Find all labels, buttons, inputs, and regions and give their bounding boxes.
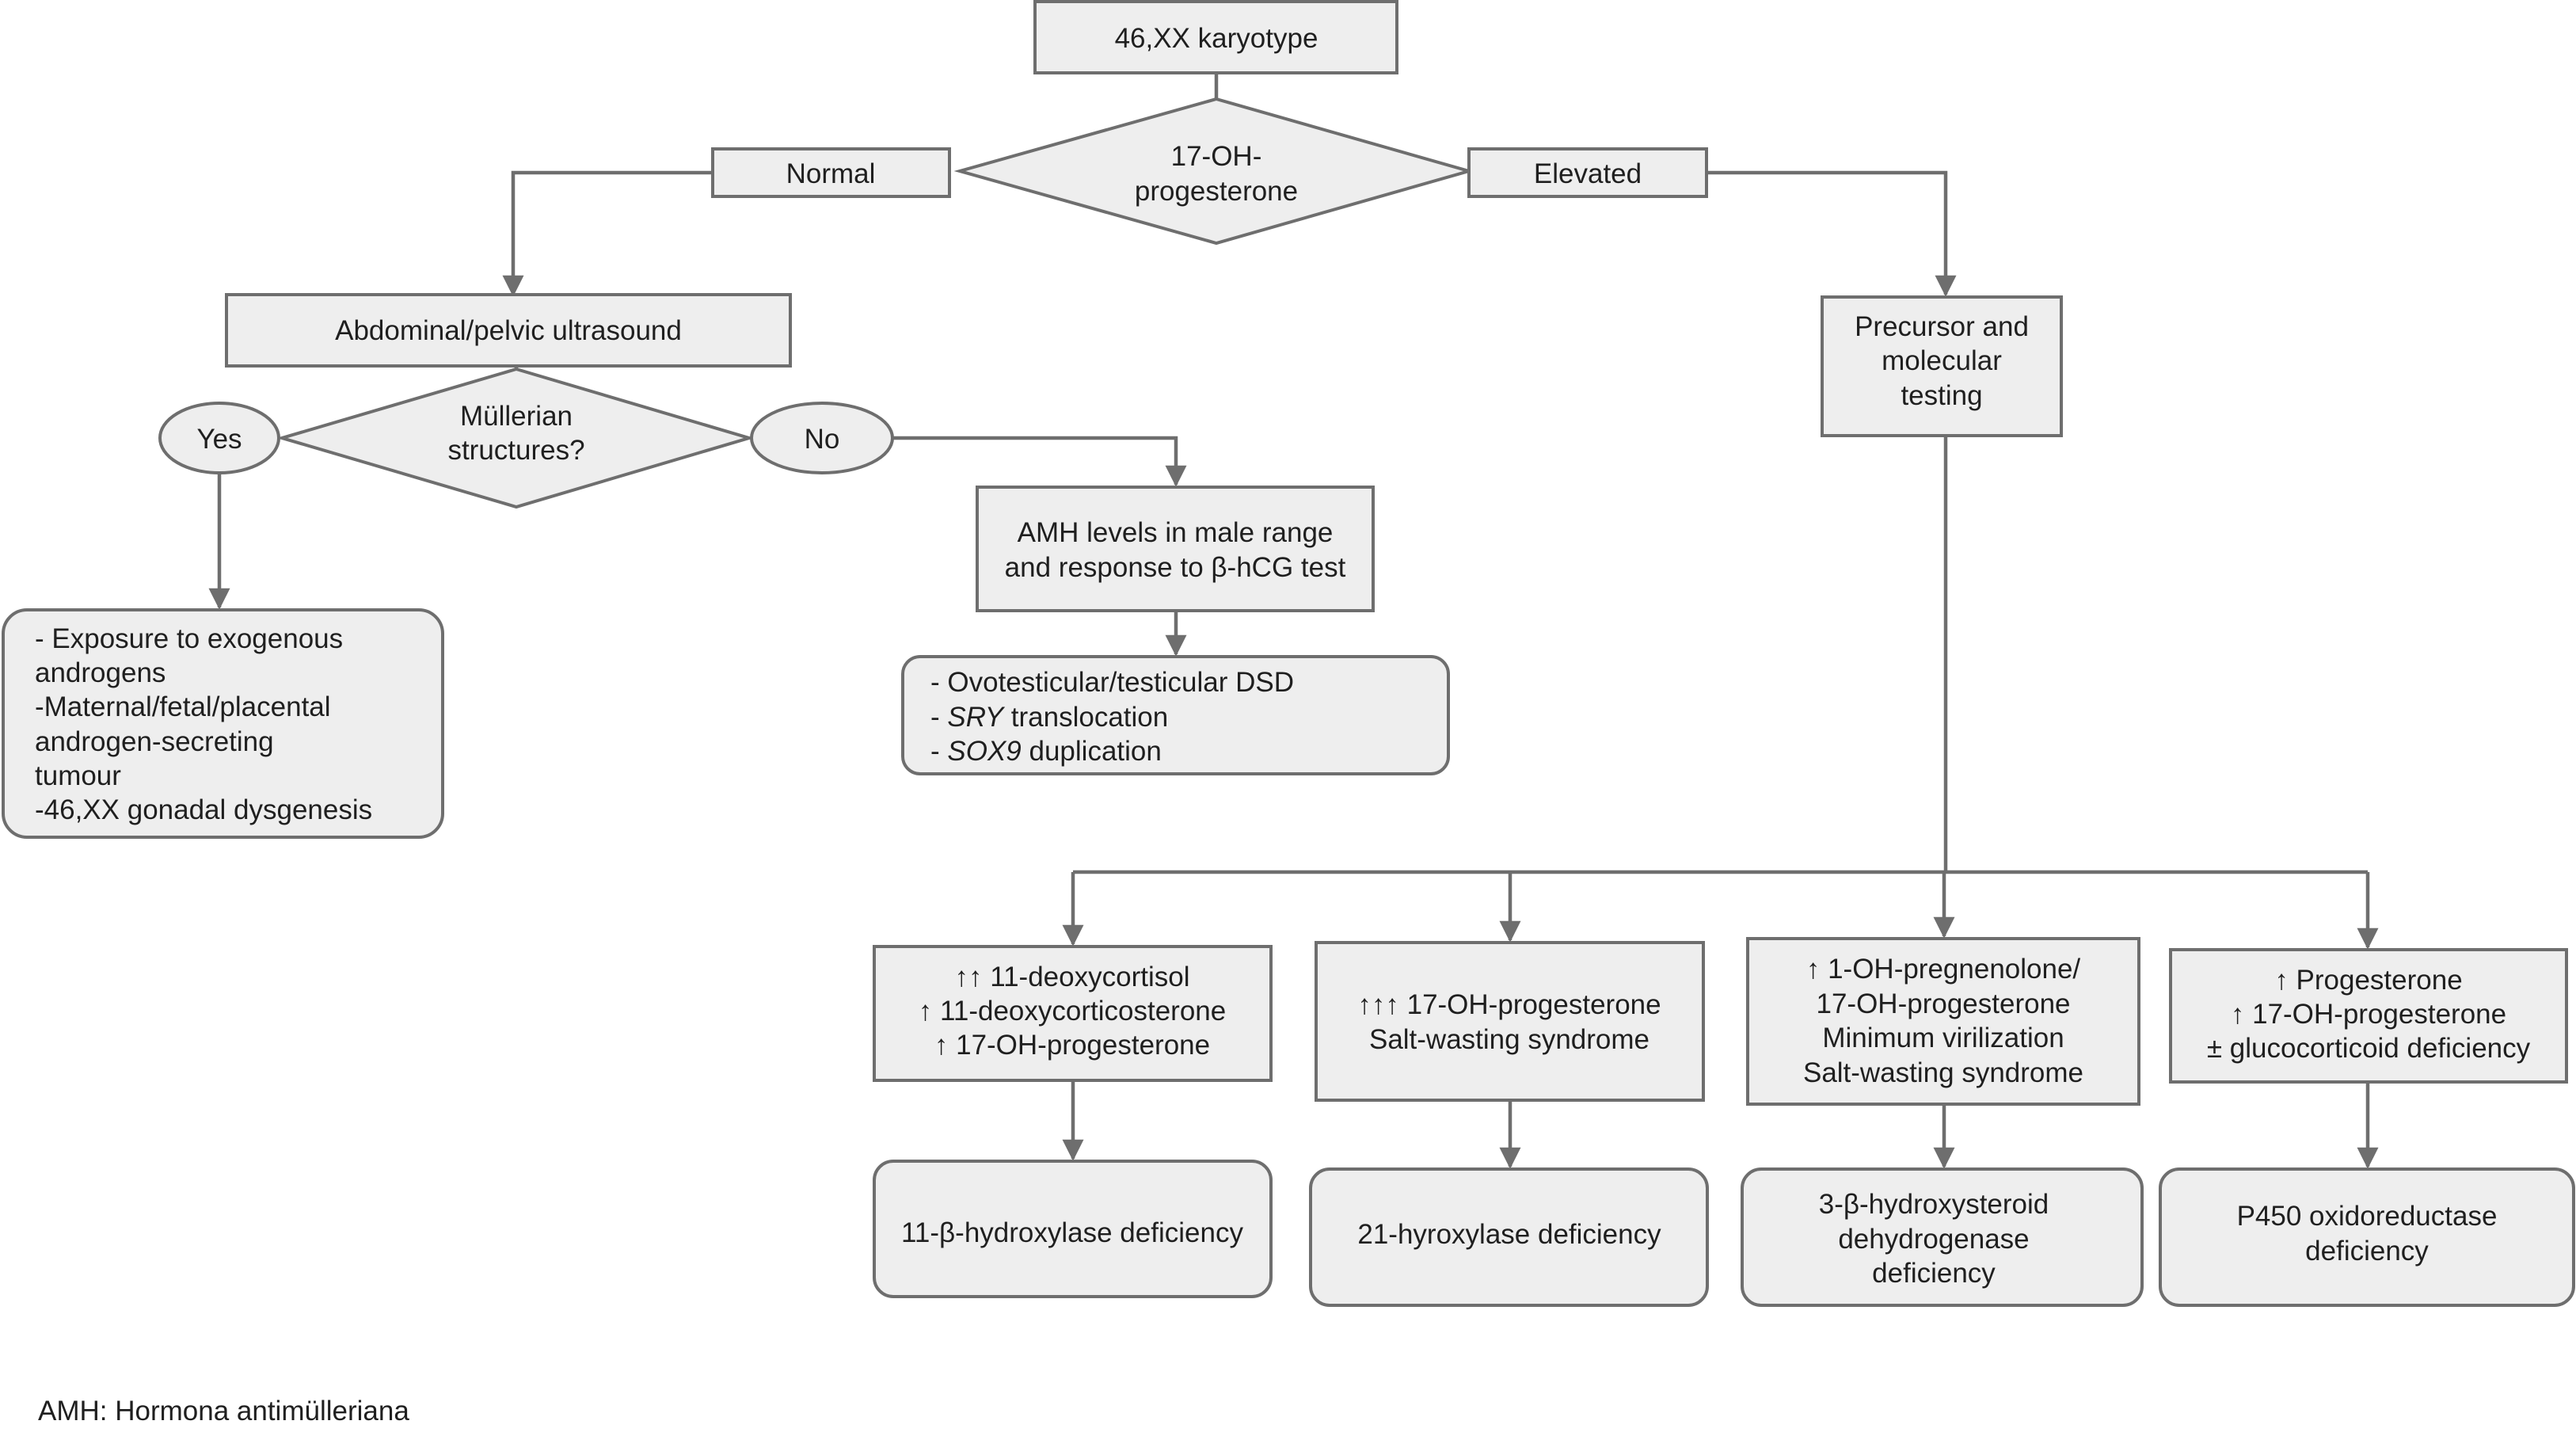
yes-label: Yes	[196, 424, 242, 455]
mullerian-decision-line-2: structures?	[447, 435, 584, 466]
precursor-box: Precursor and molecular testing	[1821, 295, 2063, 437]
ultrasound-label: Abdominal/pelvic ultrasound	[335, 315, 682, 346]
lab-box-b: ↑↑↑ 17-OH-progesterone Salt-wasting synd…	[1315, 941, 1705, 1102]
connector-normal-to-ultrasound	[502, 170, 713, 297]
dx-d-line-1: P450 oxidoreductase	[2237, 1201, 2498, 1232]
lab-c-line-3: Minimum virilization	[1822, 1023, 2064, 1053]
dx-c-line-2: dehydrogenase	[1838, 1224, 2029, 1255]
no-label: No	[805, 424, 840, 455]
ovotesticular-box: - Ovotesticular/testicular DSD - SRY tra…	[901, 655, 1450, 775]
diagnosis-box-c: 3-β-hydroxysteroid dehydrogenase deficie…	[1741, 1167, 2144, 1307]
connector-no-to-amh	[892, 436, 1187, 487]
connector-elevated-to-precursor	[1707, 170, 1957, 297]
diagnosis-box-b: 21-hyroxylase deficiency	[1309, 1167, 1709, 1307]
ohp-decision-line-1: 17-OH-	[1171, 141, 1262, 172]
yes-ellipse: Yes	[158, 402, 280, 474]
dx-d-line-2: deficiency	[2305, 1236, 2429, 1266]
elevated-box: Elevated	[1467, 147, 1708, 198]
mullerian-decision-line-1: Müllerian	[460, 401, 573, 432]
lab-b-line-1: ↑↑↑ 17-OH-progesterone	[1357, 989, 1661, 1020]
diagnosis-box-d: P450 oxidoreductase deficiency	[2159, 1167, 2575, 1307]
lab-box-c: ↑ 1-OH-pregnenolone/ 17-OH-progesterone …	[1746, 937, 2140, 1106]
normal-box: Normal	[711, 147, 951, 198]
lab-d-line-1: ↑ Progesterone	[2274, 965, 2462, 996]
karyotype-label: 46,XX karyotype	[1115, 23, 1318, 54]
precursor-line-1: Precursor and	[1855, 311, 2029, 342]
ohp-decision-line-2: progesterone	[1135, 176, 1298, 207]
lab-a-line-3: ↑ 17-OH-progesterone	[934, 1030, 1210, 1061]
karyotype-box: 46,XX karyotype	[1033, 0, 1398, 74]
elevated-label: Elevated	[1534, 158, 1642, 189]
mullerian-decision-diamond: Müllerian structures?	[276, 367, 755, 509]
ovotesticular-line-2: - SRY translocation	[930, 702, 1168, 733]
sry-gene-name: SRY	[947, 702, 1005, 733]
dx-a-label: 11-β-hydroxylase deficiency	[901, 1217, 1243, 1248]
dx-b-label: 21-hyroxylase deficiency	[1357, 1219, 1661, 1250]
exogenous-line-1: - Exposure to exogenous	[35, 623, 343, 654]
precursor-line-3: testing	[1901, 380, 1982, 411]
ovotesticular-line-3: - SOX9 duplication	[930, 736, 1162, 767]
precursor-line-2: molecular	[1882, 345, 2002, 376]
lab-b-line-2: Salt-wasting syndrome	[1369, 1024, 1649, 1055]
exogenous-line-3: -Maternal/fetal/placental	[35, 691, 331, 722]
exogenous-box: - Exposure to exogenous androgens -Mater…	[2, 608, 444, 839]
lab-a-line-1: ↑↑ 11-deoxycortisol	[955, 962, 1190, 992]
exogenous-line-2: androgens	[35, 657, 166, 688]
sox9-gene-name: SOX9	[947, 736, 1021, 767]
lab-d-line-3: ± glucocorticoid deficiency	[2207, 1033, 2531, 1064]
dx-c-line-3: deficiency	[1872, 1258, 1996, 1289]
ohp-decision-diamond: 17-OH- progesterone	[953, 97, 1475, 246]
connectors	[208, 73, 2379, 1169]
amh-line-1: AMH levels in male range	[1018, 517, 1334, 548]
footnote: AMH: Hormona antimülleriana	[38, 1396, 409, 1426]
lab-box-a: ↑↑ 11-deoxycortisol ↑ 11-deoxycorticoste…	[873, 945, 1273, 1082]
lab-c-line-1: ↑ 1-OH-pregnenolone/	[1806, 954, 2081, 985]
amh-box: AMH levels in male range and response to…	[976, 486, 1375, 612]
exogenous-line-6: -46,XX gonadal dysgenesis	[35, 794, 372, 825]
exogenous-line-5: tumour	[35, 760, 121, 791]
lab-d-line-2: ↑ 17-OH-progesterone	[2231, 999, 2506, 1030]
lab-a-line-2: ↑ 11-deoxycorticosterone	[919, 996, 1226, 1027]
diagnosis-box-a: 11-β-hydroxylase deficiency	[873, 1160, 1273, 1298]
lab-c-line-2: 17-OH-progesterone	[1817, 988, 2071, 1019]
exogenous-line-4: androgen-secreting	[35, 726, 274, 757]
ultrasound-box: Abdominal/pelvic ultrasound	[225, 293, 792, 368]
dx-c-line-1: 3-β-hydroxysteroid	[1819, 1189, 2049, 1220]
no-ellipse: No	[750, 402, 894, 474]
ovotesticular-line-1: - Ovotesticular/testicular DSD	[930, 667, 1294, 698]
lab-c-line-4: Salt-wasting syndrome	[1803, 1057, 2083, 1088]
lab-box-d: ↑ Progesterone ↑ 17-OH-progesterone ± gl…	[2169, 948, 2568, 1084]
normal-label: Normal	[786, 158, 876, 189]
amh-line-2: and response to β-hCG test	[1005, 552, 1346, 583]
